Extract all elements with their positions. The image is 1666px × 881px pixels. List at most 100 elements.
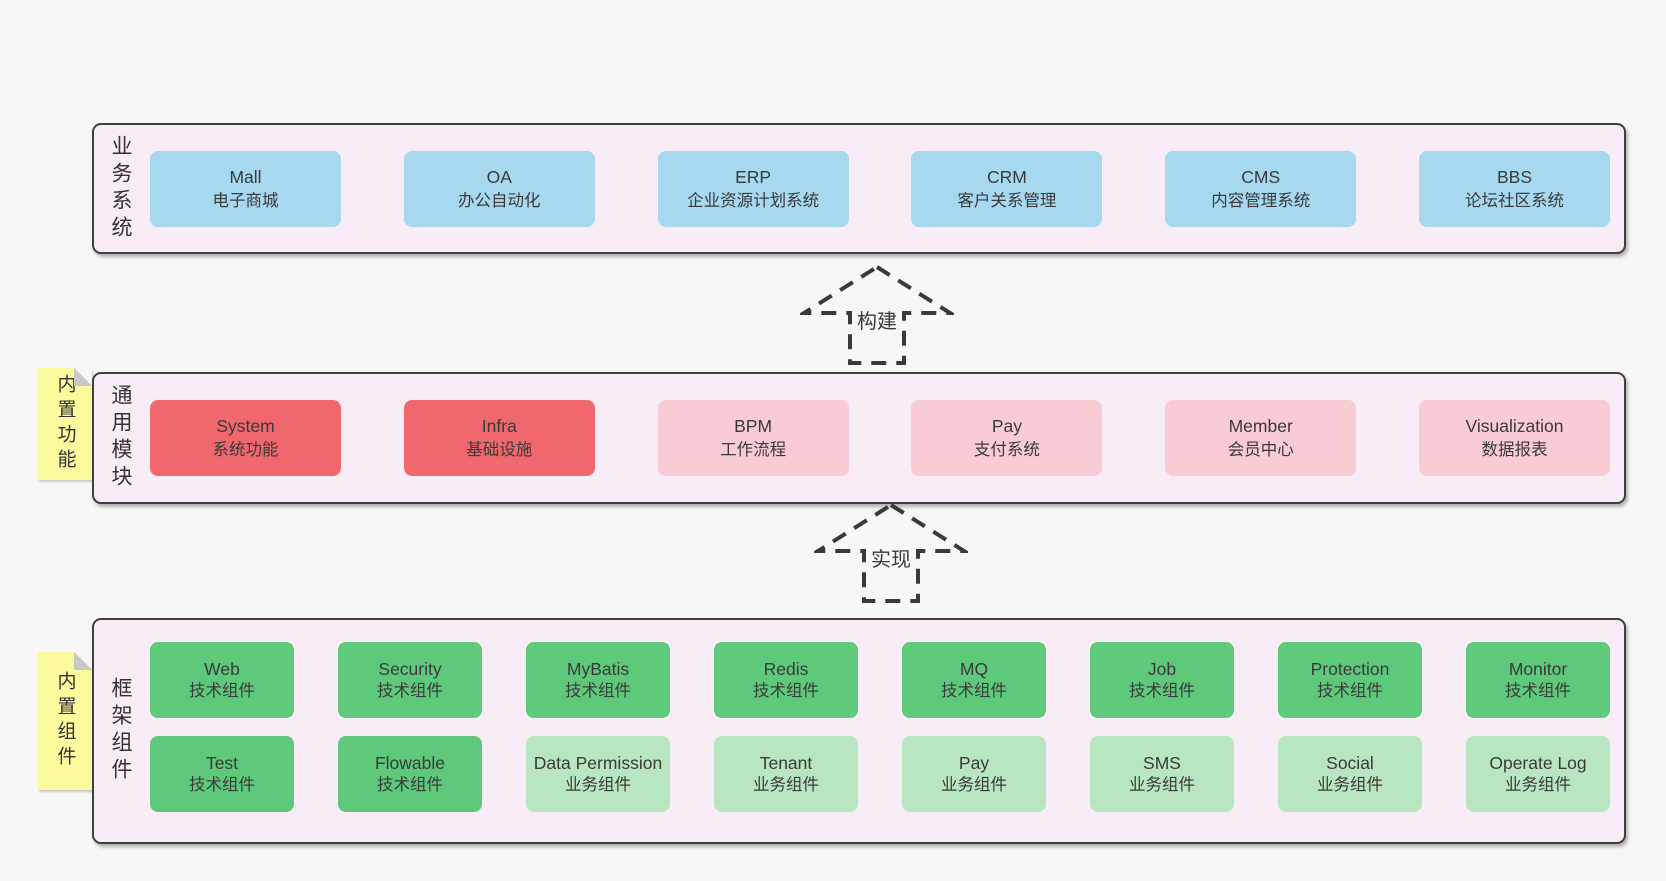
box-subtitle: 技术组件 <box>941 682 1007 700</box>
framework-row-2: Test 技术组件 Flowable 技术组件 Data Permission … <box>150 736 1610 812</box>
box-title: MQ <box>959 659 989 679</box>
box-subtitle: 系统功能 <box>212 441 279 459</box>
box-pay: Pay 支付系统 <box>911 400 1103 476</box>
box-bbs: BBS 论坛社区系统 <box>1418 150 1610 227</box>
box-crm: CRM 客户关系管理 <box>911 150 1103 227</box>
box-subtitle: 内容管理系统 <box>1211 191 1311 210</box>
box-title: Member <box>1228 416 1293 436</box>
box-erp: ERP 企业资源计划系统 <box>657 150 849 227</box>
box-monitor: Monitor 技术组件 <box>1466 642 1610 718</box>
box-title: Mall <box>229 166 262 187</box>
box-title: Security <box>378 659 442 679</box>
box-infra: Infra 基础设施 <box>403 400 595 476</box>
box-title: Pay <box>991 416 1022 436</box>
box-subtitle: 工作流程 <box>720 441 787 459</box>
box-subtitle: 企业资源计划系统 <box>687 191 820 210</box>
box-title: Infra <box>481 416 517 436</box>
box-title: System <box>216 416 275 436</box>
box-title: CRM <box>986 166 1027 187</box>
box-subtitle: 业务组件 <box>565 776 631 794</box>
box-title: OA <box>486 166 512 187</box>
box-subtitle: 业务组件 <box>1129 776 1195 794</box>
box-subtitle: 技术组件 <box>189 776 255 794</box>
box-title: Web <box>204 659 240 679</box>
box-web: Web 技术组件 <box>150 642 294 718</box>
box-subtitle: 业务组件 <box>941 776 1007 794</box>
box-mall: Mall 电子商城 <box>150 150 341 227</box>
box-subtitle: 论坛社区系统 <box>1464 191 1564 210</box>
sticky-note-label: 内置组件 <box>54 671 76 771</box>
box-title: SMS <box>1143 753 1181 773</box>
panel-business-label: 业务系统 <box>109 134 132 243</box>
box-flowable: Flowable 技术组件 <box>338 736 482 812</box>
box-subtitle: 基础设施 <box>466 441 533 459</box>
box-title: Job <box>1147 659 1177 679</box>
box-title: Data Permission <box>533 753 663 773</box>
box-pay-business: Pay 业务组件 <box>902 736 1046 812</box>
box-subtitle: 技术组件 <box>377 682 443 700</box>
box-oa: OA 办公自动化 <box>403 150 595 227</box>
dashed-up-arrow-icon <box>800 264 954 365</box>
box-title: MyBatis <box>566 659 630 679</box>
folded-corner-icon <box>74 368 92 386</box>
box-title: Protection <box>1310 659 1390 679</box>
arrow-implement: 实现 <box>814 501 968 605</box>
box-title: ERP <box>735 166 772 187</box>
box-title: Pay <box>958 753 990 773</box>
box-sms: SMS 业务组件 <box>1090 736 1234 812</box>
box-member: Member 会员中心 <box>1165 400 1357 476</box>
box-tenant: Tenant 业务组件 <box>714 736 858 812</box>
box-security: Security 技术组件 <box>338 642 482 718</box>
box-title: BPM <box>734 416 773 436</box>
box-title: Operate Log <box>1489 753 1587 773</box>
box-subtitle: 技术组件 <box>753 682 819 700</box>
dashed-up-arrow-icon <box>814 502 968 603</box>
box-subtitle: 业务组件 <box>1505 776 1571 794</box>
sticky-note-builtin-features: 内置功能 <box>38 368 92 480</box>
box-title: Test <box>205 753 239 773</box>
box-test: Test 技术组件 <box>150 736 294 812</box>
box-subtitle: 技术组件 <box>189 682 255 700</box>
box-bpm: BPM 工作流程 <box>657 400 849 476</box>
panel-business-systems: 业务系统 Mall 电子商城 OA 办公自动化 ERP 企业资源计划系统 CRM… <box>92 123 1626 254</box>
box-mq: MQ 技术组件 <box>902 642 1046 718</box>
folded-corner-icon <box>74 652 92 670</box>
sticky-note-builtin-components: 内置组件 <box>38 652 92 790</box>
box-subtitle: 技术组件 <box>1317 682 1383 700</box>
box-title: CMS <box>1241 166 1281 187</box>
modules-box-row: System 系统功能 Infra 基础设施 BPM 工作流程 Pay 支付系统… <box>150 374 1610 502</box>
box-system: System 系统功能 <box>150 400 341 476</box>
framework-box-grid: Web 技术组件 Security 技术组件 MyBatis 技术组件 Redi… <box>150 642 1610 812</box>
box-cms: CMS 内容管理系统 <box>1165 150 1357 227</box>
box-title: Social <box>1326 753 1374 773</box>
box-subtitle: 技术组件 <box>1505 682 1571 700</box>
box-title: Tenant <box>759 753 813 773</box>
arrow-build: 构建 <box>800 263 954 367</box>
box-subtitle: 支付系统 <box>973 441 1040 459</box>
panel-modules-label: 通用模块 <box>109 384 132 492</box>
box-mybatis: MyBatis 技术组件 <box>526 642 670 718</box>
box-title: Monitor <box>1508 659 1568 679</box>
panel-framework-components: 框架组件 Web 技术组件 Security 技术组件 MyBatis 技术组件… <box>92 618 1626 844</box>
box-subtitle: 技术组件 <box>1129 682 1195 700</box>
box-title: Visualization <box>1465 416 1564 436</box>
box-subtitle: 技术组件 <box>377 776 443 794</box>
arrow-build-label: 构建 <box>854 305 900 334</box>
box-subtitle: 数据报表 <box>1481 441 1548 459</box>
panel-framework-label: 框架组件 <box>109 677 132 785</box>
box-title: Redis <box>763 659 809 679</box>
box-title: Flowable <box>374 753 446 773</box>
box-social: Social 业务组件 <box>1278 736 1422 812</box>
arrow-implement-label: 实现 <box>868 543 914 572</box>
box-subtitle: 业务组件 <box>1317 776 1383 794</box>
framework-row-1: Web 技术组件 Security 技术组件 MyBatis 技术组件 Redi… <box>150 642 1610 718</box>
box-data-permission: Data Permission 业务组件 <box>526 736 670 812</box>
box-operate-log: Operate Log 业务组件 <box>1466 736 1610 812</box>
box-subtitle: 办公自动化 <box>458 191 541 210</box>
sticky-note-label: 内置功能 <box>54 374 76 474</box>
box-title: BBS <box>1496 166 1532 187</box>
business-box-row: Mall 电子商城 OA 办公自动化 ERP 企业资源计划系统 CRM 客户关系… <box>150 125 1610 252</box>
panel-common-modules: 通用模块 System 系统功能 Infra 基础设施 BPM 工作流程 Pay… <box>92 372 1626 504</box>
box-subtitle: 客户关系管理 <box>957 191 1057 210</box>
